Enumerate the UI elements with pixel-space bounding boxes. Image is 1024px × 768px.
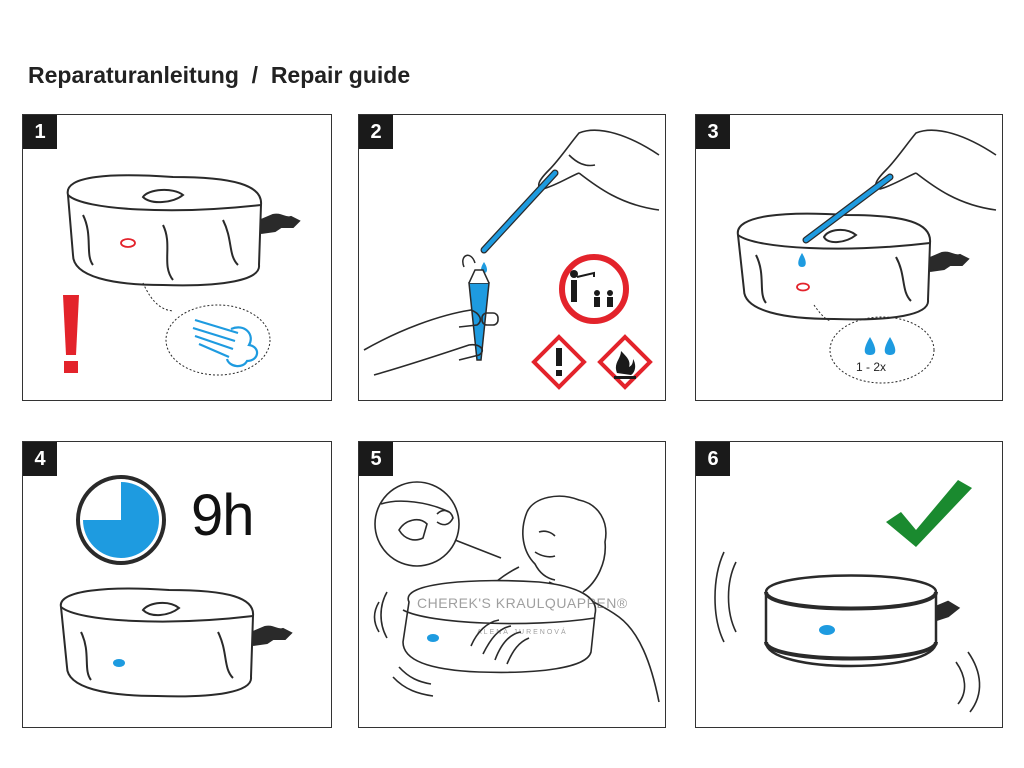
glue-drops-icon — [813, 304, 935, 384]
drying-time-label: 9h — [191, 483, 255, 548]
cushion-icon — [736, 212, 970, 321]
checkmark-icon — [886, 480, 972, 547]
step-number: 3 — [696, 115, 730, 149]
repaired-spot — [427, 634, 439, 642]
keep-away-from-children-icon — [559, 254, 629, 324]
repaired-spot — [113, 659, 125, 667]
inflated-cushion-icon — [714, 551, 981, 713]
exclamation-icon — [63, 295, 79, 373]
step-number: 2 — [359, 115, 393, 149]
inflating-person-icon — [373, 495, 660, 703]
repaired-spot — [819, 625, 835, 635]
watermark-sub: ALENA JURENOVÁ — [477, 629, 568, 636]
glue-tube-icon — [363, 254, 499, 376]
step-5-panel: 5 CHEREK'S KRAULQUAPPEN® ALENA JURENOVÁ — [358, 441, 666, 728]
watermark: CHEREK'S KRAULQUAPPEN® — [417, 595, 628, 611]
step-number: 1 — [23, 115, 57, 149]
step-number: 6 — [696, 442, 730, 476]
air-leak-icon — [142, 282, 271, 376]
exclamation-hazard-icon — [531, 334, 587, 390]
step-6-panel: 6 — [695, 441, 1003, 728]
applicator-icon — [798, 173, 894, 267]
applicator-icon — [480, 169, 559, 273]
hand-icon — [874, 129, 997, 211]
step-number: 5 — [359, 442, 393, 476]
step-3-panel: 3 1 - 2x — [695, 114, 1003, 401]
step-4-panel: 4 9h — [22, 441, 332, 728]
cushion-icon — [66, 174, 301, 287]
drops-count-label: 1 - 2x — [856, 360, 887, 374]
page-title: Reparaturanleitung / Repair guide — [28, 62, 411, 88]
leak-marker — [796, 282, 810, 292]
hand-icon — [537, 129, 660, 211]
leak-marker — [120, 238, 136, 248]
cushion-icon — [59, 587, 293, 698]
flammable-hazard-icon — [597, 334, 653, 390]
valve-closeup-icon — [374, 481, 502, 567]
step-2-panel: 2 — [358, 114, 666, 401]
step-1-panel: 1 — [22, 114, 332, 401]
timer-icon — [76, 475, 166, 565]
step-number: 4 — [23, 442, 57, 476]
